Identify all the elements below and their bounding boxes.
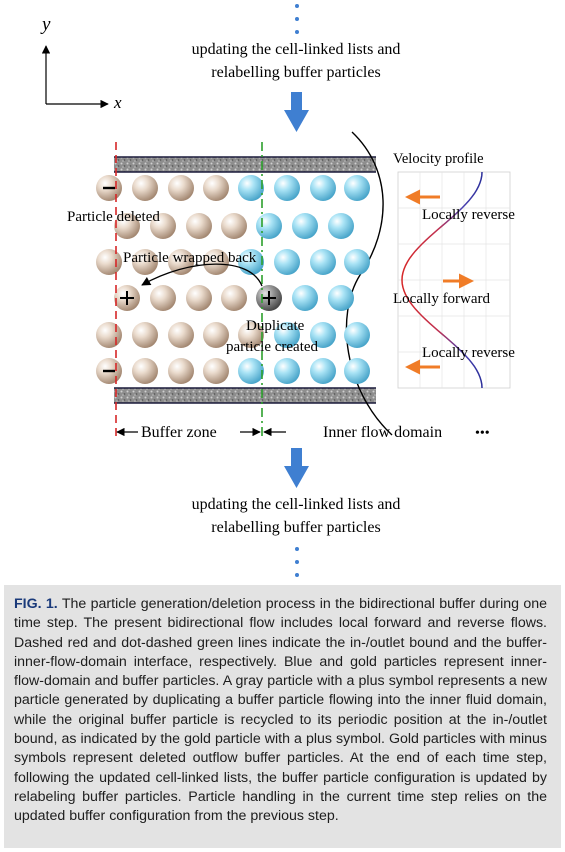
inner-particle	[310, 175, 336, 201]
buffer-particle	[186, 213, 212, 239]
buffer-particle	[114, 213, 140, 239]
inner-particle	[274, 322, 300, 348]
inner-particle	[274, 175, 300, 201]
caption-label: FIG. 1.	[14, 596, 58, 612]
buffer-particle	[203, 322, 229, 348]
wrap-back-arrow	[141, 263, 263, 287]
zone-labels: Buffer zone Inner flow domain •••	[116, 424, 490, 441]
buffer-particle	[132, 175, 158, 201]
particles	[96, 175, 370, 384]
inner-particle	[344, 175, 370, 201]
buffer-particle	[168, 249, 194, 275]
label-locally-forward: Locally forward	[393, 291, 491, 307]
axes: y x	[40, 14, 122, 112]
down-arrow-top	[284, 92, 309, 132]
label-velocity-profile: Velocity profile	[393, 151, 484, 167]
label-particle-created: particle created	[226, 339, 319, 355]
y-axis-label: y	[40, 14, 51, 35]
label-buffer-zone: Buffer zone	[141, 424, 217, 441]
label-duplicate: Duplicate	[246, 318, 305, 334]
inner-particle	[238, 175, 264, 201]
label-inner-flow-domain: Inner flow domain	[323, 424, 442, 441]
plus-symbol	[120, 291, 134, 305]
label-locally-reverse-top: Locally reverse	[422, 207, 515, 223]
buffer-particle	[168, 175, 194, 201]
bottom-continuation-dots	[295, 547, 299, 577]
velocity-profile-curve	[401, 171, 483, 389]
inner-particle	[328, 285, 354, 311]
buffer-particle	[203, 175, 229, 201]
velocity-profile-panel: Velocity profile Locally reverse Locally…	[393, 151, 515, 389]
buffer-particle	[96, 249, 122, 275]
inner-particle	[328, 213, 354, 239]
step-text-bottom-line1: updating the cell-linked lists and	[192, 496, 401, 513]
bottom-wall	[114, 388, 376, 403]
domain-cut-line	[345, 131, 393, 436]
buffer-particle	[132, 322, 158, 348]
inner-particle	[310, 249, 336, 275]
buffer-particle	[150, 285, 176, 311]
caption-text: The particle generation/deletion process…	[14, 596, 548, 825]
buffer-particle	[238, 322, 264, 348]
inner-particle	[310, 322, 336, 348]
buffer-particle	[132, 249, 158, 275]
figure-caption: FIG. 1. The particle generation/deletion…	[4, 585, 561, 848]
step-text-top-line1: updating the cell-linked lists and	[192, 41, 401, 58]
down-arrow-bottom	[284, 448, 309, 488]
top-wall	[114, 157, 376, 172]
inner-particle	[310, 358, 336, 384]
inner-particle	[274, 249, 300, 275]
buffer-particle	[96, 322, 122, 348]
buffer-particle	[186, 285, 212, 311]
inner-particle	[344, 322, 370, 348]
label-locally-reverse-bottom: Locally reverse	[422, 345, 515, 361]
label-particle-deleted: Particle deleted	[67, 209, 160, 225]
top-continuation-dots	[295, 4, 299, 34]
buffer-particle	[150, 213, 176, 239]
label-particle-wrapped-back: Particle wrapped back	[123, 250, 257, 266]
inner-particle	[344, 358, 370, 384]
inner-particle	[256, 213, 282, 239]
buffer-particle	[168, 322, 194, 348]
x-axis-label: x	[113, 93, 122, 112]
buffer-particle	[168, 358, 194, 384]
plus-symbol	[262, 291, 276, 305]
inner-particle	[274, 358, 300, 384]
label-ellipsis: •••	[475, 426, 490, 441]
buffer-particle	[221, 213, 247, 239]
figure-diagram: y x updating the cell-linked lists and r…	[40, 4, 515, 577]
velocity-plot-grid	[398, 172, 510, 388]
step-text-top-line2: relabelling buffer particles	[211, 64, 380, 81]
figure: y x updating the cell-linked lists and r…	[40, 4, 515, 577]
inner-particle	[292, 285, 318, 311]
buffer-particle	[221, 285, 247, 311]
buffer-particle	[203, 358, 229, 384]
inner-particle	[344, 249, 370, 275]
inner-particle	[292, 213, 318, 239]
buffer-particle	[132, 358, 158, 384]
inner-particle	[238, 358, 264, 384]
buffer-particle	[203, 249, 229, 275]
step-text-bottom-line2: relabelling buffer particles	[211, 519, 380, 536]
